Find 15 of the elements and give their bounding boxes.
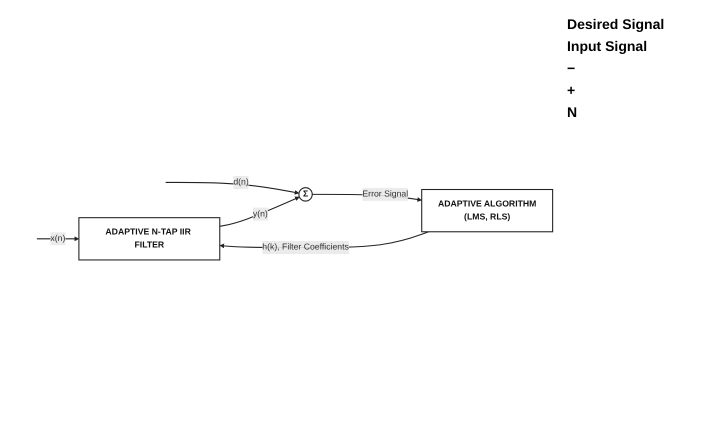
edge-label: d(n) xyxy=(233,177,249,187)
signal-label: − xyxy=(567,60,576,76)
signal-label: Desired Signal xyxy=(567,16,666,32)
signal-label: Input Signal xyxy=(567,38,648,54)
edge-label: Error Signal xyxy=(362,189,408,199)
node-box: ADAPTIVE N-TAP IIR FILTER xyxy=(78,217,220,260)
edge-label: y(n) xyxy=(252,209,268,218)
signal-label: N xyxy=(567,104,578,120)
node-box: ADAPTIVE ALGORITHM (LMS, RLS) xyxy=(421,188,554,232)
arrow xyxy=(166,182,300,195)
arrow xyxy=(220,196,300,227)
edge-label: x(n) xyxy=(50,234,66,244)
edge-label: h(k), Filter Coefficients xyxy=(262,242,349,252)
signal-label: + xyxy=(567,82,576,98)
node-circle: Σ xyxy=(298,187,313,202)
